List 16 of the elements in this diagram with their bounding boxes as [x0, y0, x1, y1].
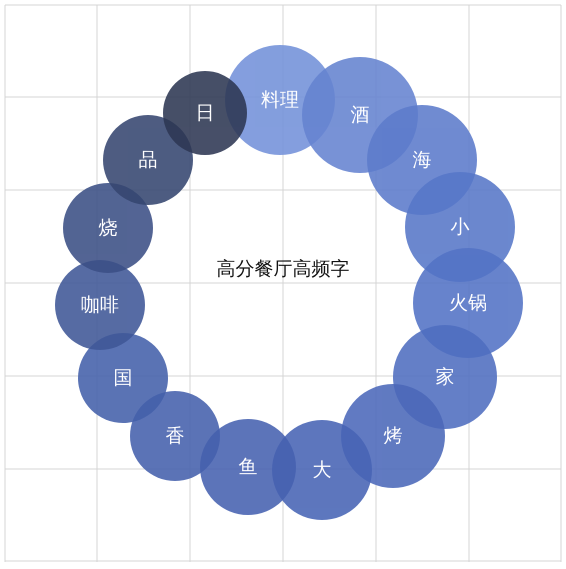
word-label: 火锅	[449, 291, 487, 316]
word-label: 料理	[261, 88, 299, 113]
word-label: 鱼	[238, 455, 258, 480]
word-label: 品	[138, 148, 158, 173]
word-label: 海	[412, 148, 432, 173]
word-label: 烤	[384, 424, 402, 449]
word-label: 大	[312, 458, 332, 483]
word-label: 小	[450, 215, 470, 240]
word-label: 酒	[350, 103, 370, 128]
word-label: 家	[436, 365, 454, 390]
word-label: 烧	[98, 216, 118, 241]
word-label: 香	[166, 424, 184, 449]
word-label: 国	[114, 366, 132, 391]
chart-title: 高分餐厅高频字	[216, 257, 350, 282]
word-label: 日	[196, 101, 214, 126]
word-label: 咖啡	[81, 293, 119, 318]
